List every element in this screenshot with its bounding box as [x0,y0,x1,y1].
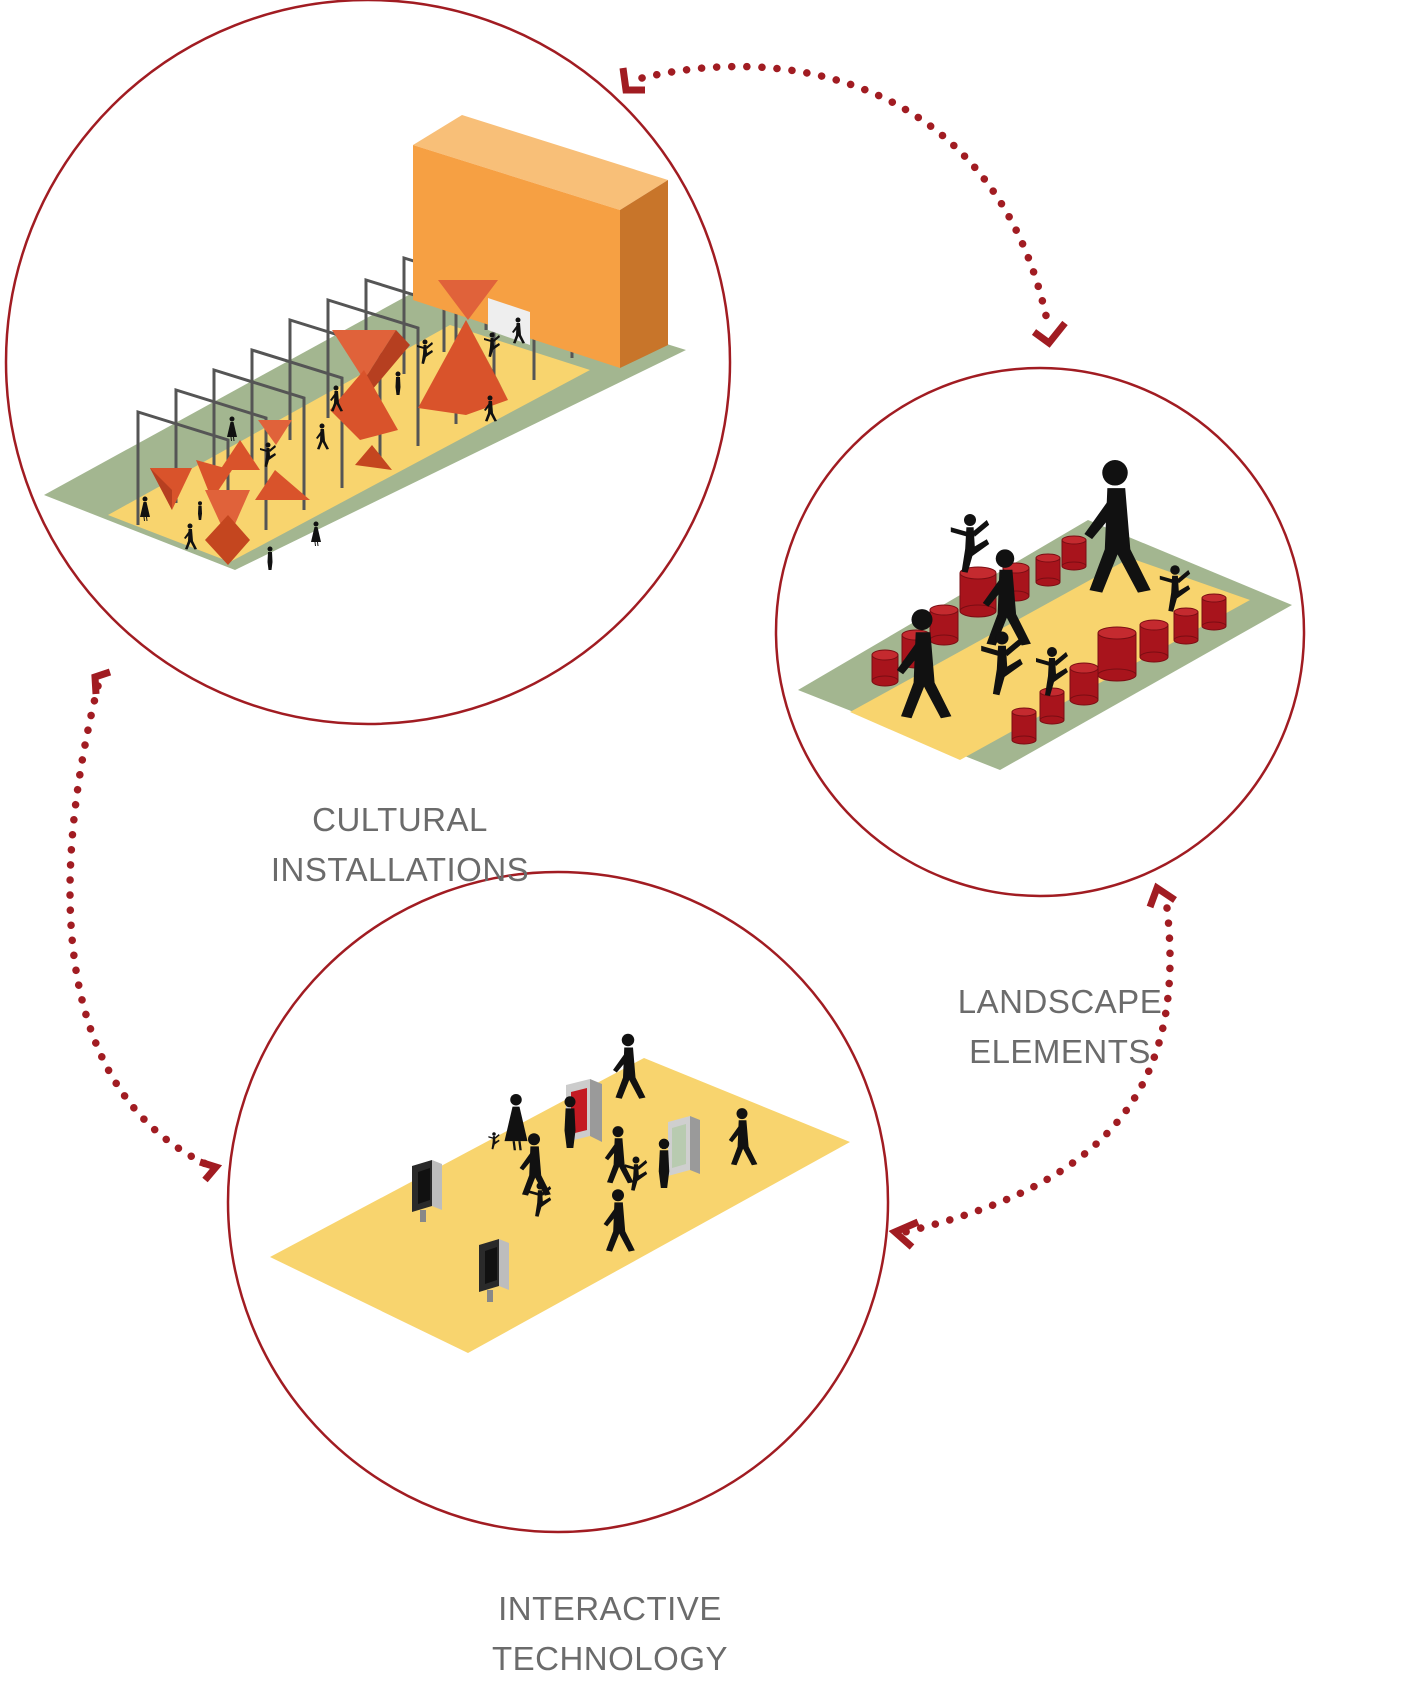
caption-line: CULTURAL [312,801,488,838]
cultural-installations-illustration [44,115,686,570]
cultural-installations-caption: CULTURAL INSTALLATIONS [230,795,570,895]
arrowhead-icon [198,1158,223,1183]
cultural-installations-node [4,0,732,726]
caption-line: INTERACTIVE [498,1590,722,1627]
kiosk [668,1116,700,1176]
connector-interactive-cultural [66,682,212,1169]
kiosk [412,1160,442,1222]
landscape-elements-node [774,366,1306,898]
landscape-elements-caption: LANDSCAPE ELEMENTS [900,977,1220,1077]
caption-line: INSTALLATIONS [270,851,530,888]
landscape-elements-illustration [798,460,1292,770]
arrowhead-icon [1031,320,1068,348]
interactive-technology-caption: INTERACTIVE TECHNOLOGY [440,1584,780,1684]
arrowhead-icon [91,668,112,695]
arrowhead-icon [619,67,645,94]
caption-line: TECHNOLOGY [491,1640,729,1677]
caption-line: ELEMENTS [969,1033,1151,1070]
caption-line: LANDSCAPE [957,983,1163,1020]
interactive-technology-node [226,870,890,1534]
interactive-technology-illustration [270,1033,850,1353]
arrowhead-icon [888,1218,920,1250]
connector-landscape-interactive [901,904,1174,1236]
kiosk [479,1239,509,1302]
arrowhead-icon [1146,882,1177,909]
